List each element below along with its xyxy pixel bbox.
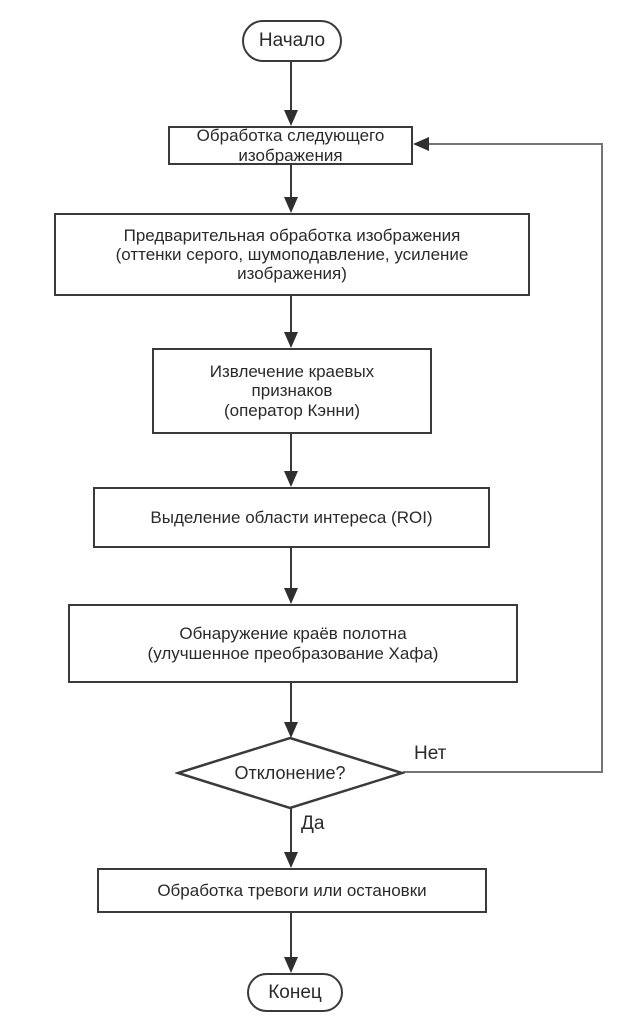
node-image-preprocessing: Предварительная обработка изображения (о… [54, 213, 530, 296]
connector-alarm-to-end [290, 913, 292, 957]
connector-roi-to-beltedge [290, 548, 292, 588]
connector-extract-to-roi [290, 434, 292, 471]
arrowhead-down-icon [284, 332, 298, 348]
arrowhead-left-icon [413, 137, 429, 151]
edge-label-yes: Да [301, 813, 325, 834]
node-end: Конец [247, 973, 343, 1012]
arrowhead-down-icon [284, 471, 298, 487]
arrowhead-down-icon [284, 588, 298, 604]
arrowhead-down-icon [284, 197, 298, 213]
loop-right-segment [601, 143, 603, 773]
decision-diamond-shape [175, 736, 405, 810]
node-alarm-or-stop-handling: Обработка тревоги или остановки [97, 868, 487, 913]
connector-start-to-process [290, 62, 292, 110]
loop-top-segment [429, 143, 603, 145]
connector-process-to-preprocess [290, 165, 292, 197]
loop-bottom-segment [403, 771, 603, 773]
node-decision-deviation: Отклонение? [175, 736, 405, 810]
arrowhead-down-icon [284, 722, 298, 738]
arrowhead-down-icon [284, 852, 298, 868]
arrowhead-down-icon [284, 110, 298, 126]
node-belt-edge-detection: Обнаружение краёв полотна (улучшенное пр… [68, 604, 518, 683]
connector-decision-to-alarm [290, 807, 292, 852]
decision-label: Отклонение? [234, 762, 346, 783]
node-edge-feature-extraction: Извлечение краевых признаков (оператор К… [152, 348, 432, 434]
arrowhead-down-icon [284, 957, 298, 973]
connector-preprocess-to-extract [290, 296, 292, 332]
node-start: Начало [242, 20, 342, 62]
node-roi-selection: Выделение области интереса (ROI) [93, 487, 490, 548]
connector-beltedge-to-decision [290, 683, 292, 722]
node-process-next-image: Обработка следующего изображения [168, 126, 413, 165]
edge-label-no: Нет [414, 743, 447, 764]
